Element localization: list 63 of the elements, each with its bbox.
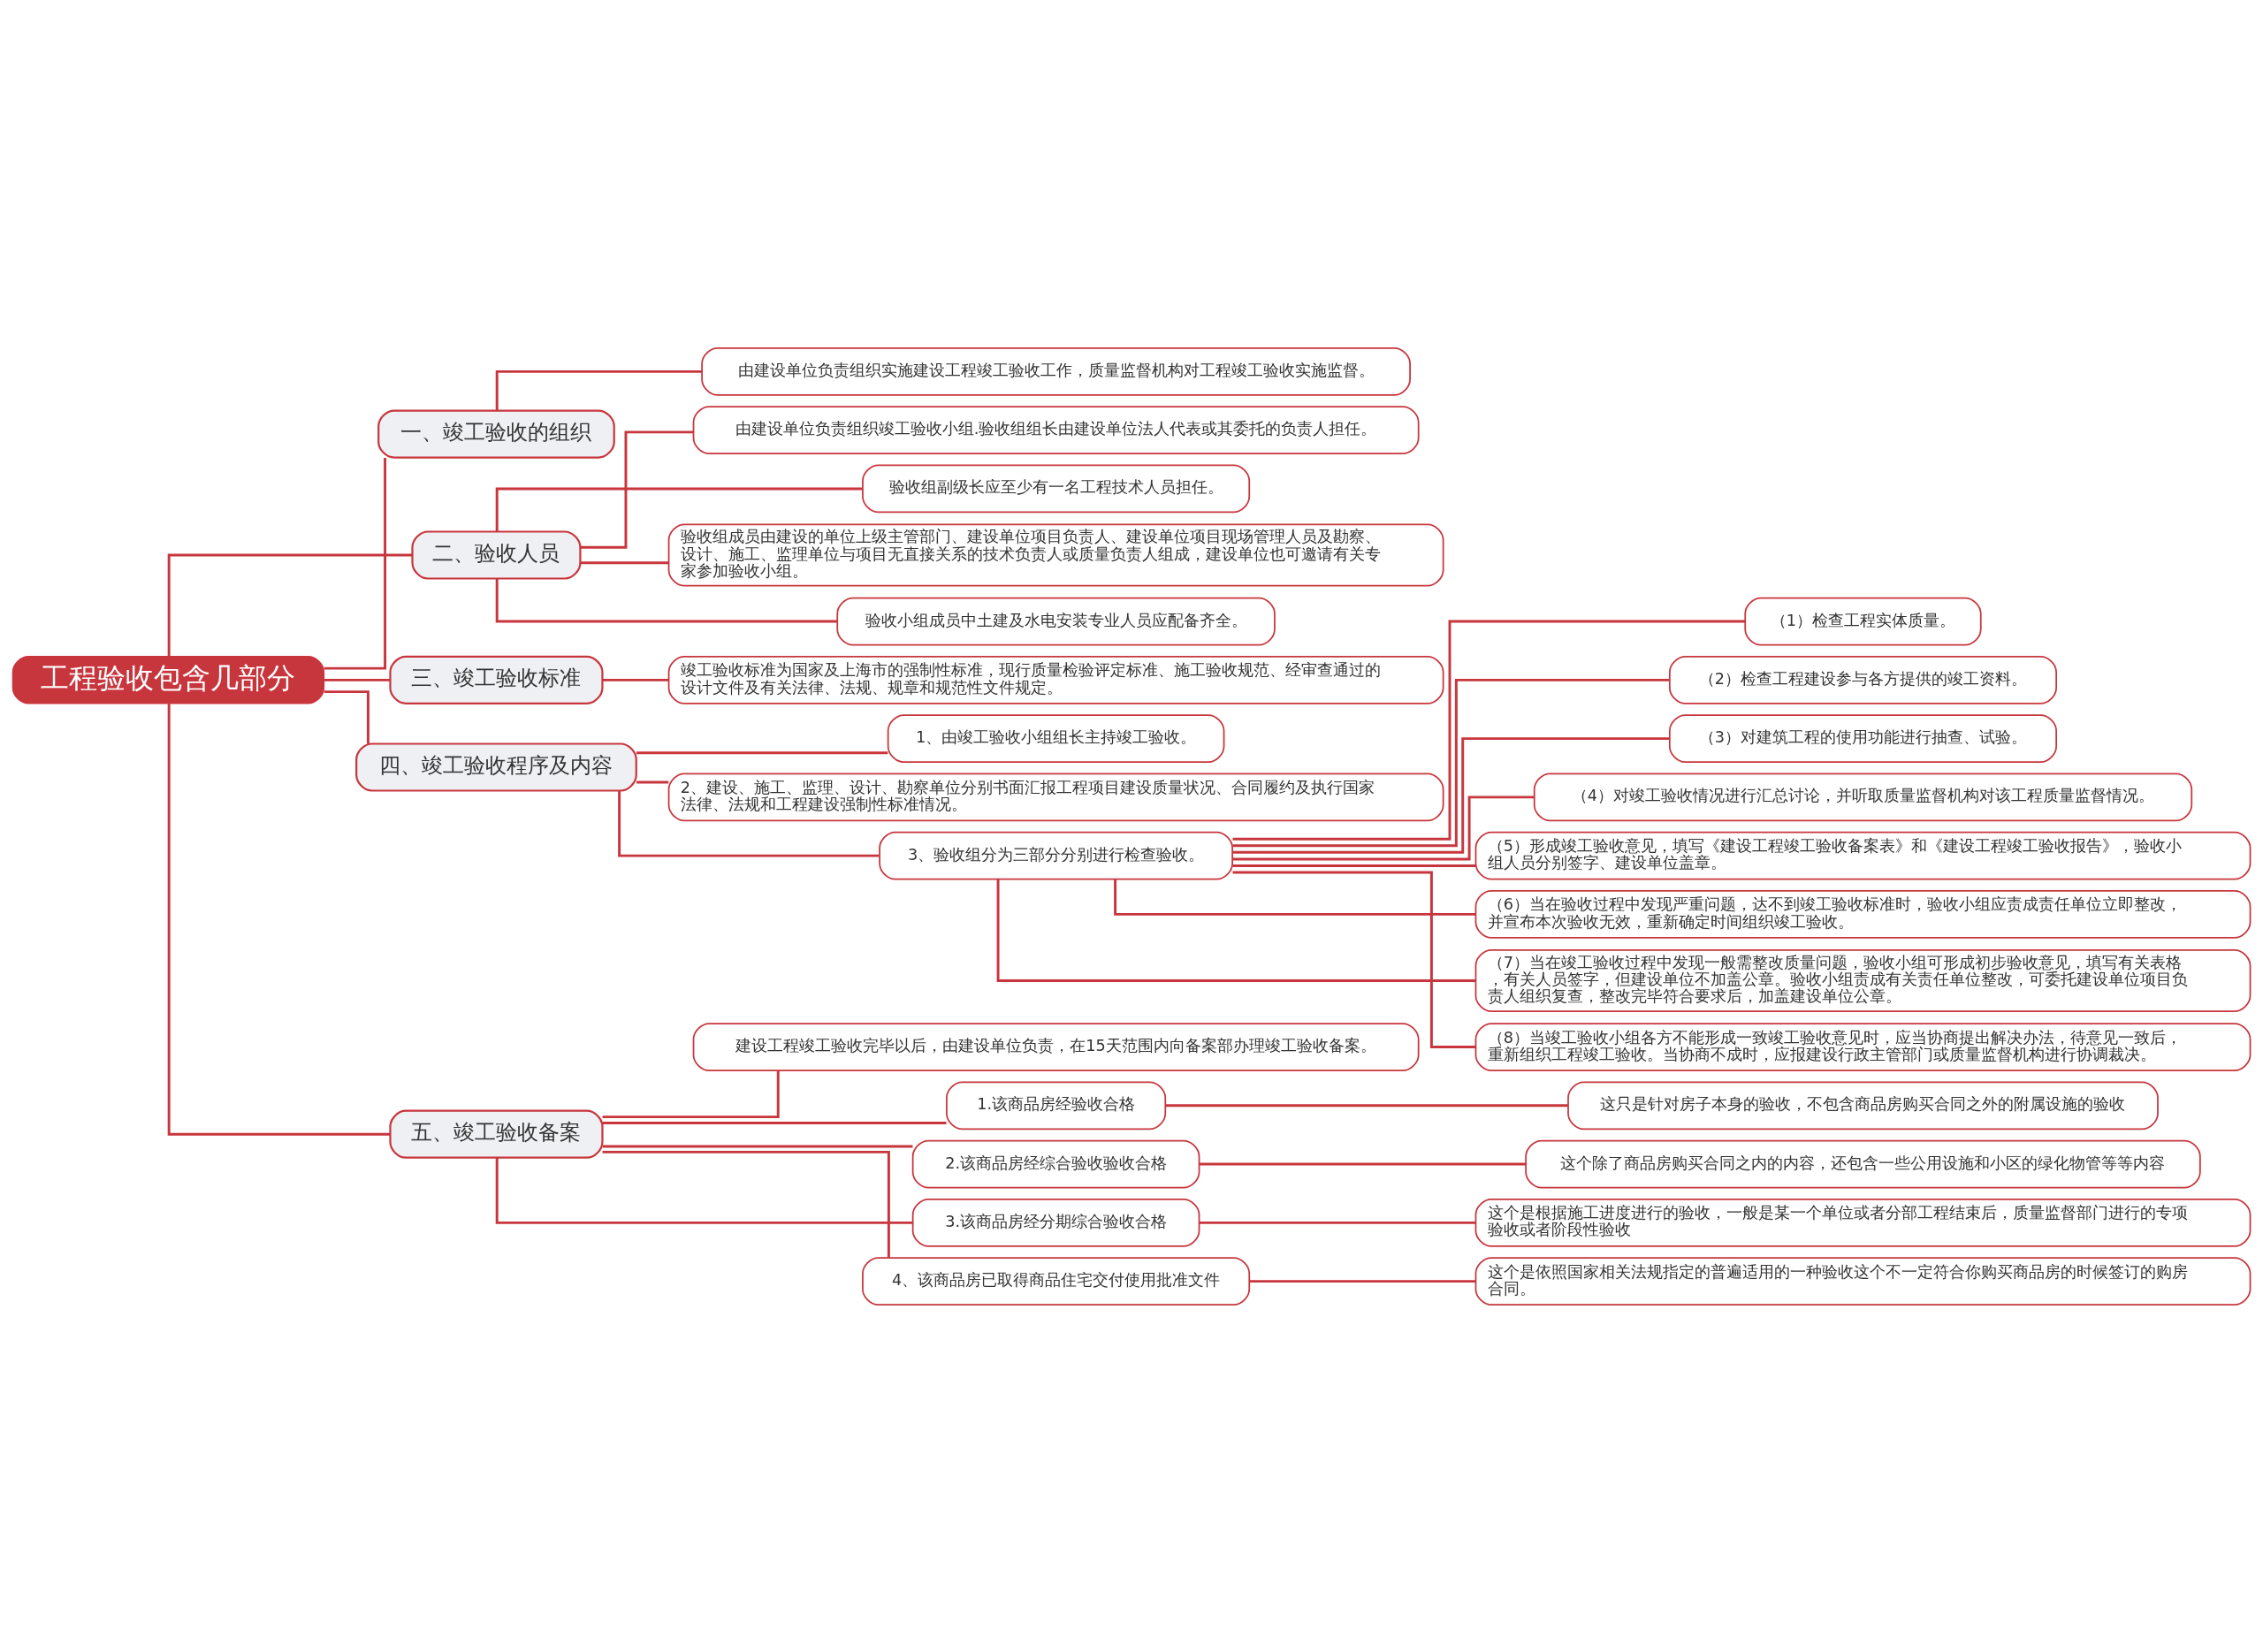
node-box: 工程验收包含几部分 bbox=[11, 655, 325, 704]
node-box: 一、竣工验收的组织 bbox=[377, 408, 615, 459]
connector bbox=[1232, 864, 1476, 867]
node-box: （6）当在验收过程中发现严重问题，达不到竣工验收标准时，验收小组应责成责任单位立即整改，并宣布本次验收无效，重新确定时间组织竣工验收。 bbox=[1474, 889, 2252, 939]
node-box: 2、建设、施工、监理、设计、勘察单位分别书面汇报工程项目建设质量状况、合同履约及执行国家法律、法规和工程建设强制性标准情况。 bbox=[667, 773, 1444, 821]
node-box: 四、竣工验收程序及内容 bbox=[355, 742, 637, 792]
connector bbox=[996, 879, 1476, 982]
node-box: （5）形成竣工验收意见，填写《建设工程竣工验收备案表》和《建设工程竣工验收报告》，验收小组人员分别签字、建设单位盖章。 bbox=[1474, 831, 2252, 879]
node-box: 4、该商品房已取得商品住宅交付使用批准文件 bbox=[862, 1256, 1251, 1306]
connector bbox=[1232, 795, 1535, 860]
connector bbox=[324, 678, 391, 681]
connector bbox=[495, 369, 703, 410]
node-box: （2）检查工程建设参与各方提供的竣工资料。 bbox=[1668, 655, 2058, 704]
connector bbox=[1232, 620, 1746, 841]
connector bbox=[602, 678, 669, 681]
node-box: （4）对竣工验收情况进行汇总讨论，并听取质量监督机构对该工程质量监督情况。 bbox=[1533, 773, 2193, 821]
node-box: 3、验收组分为三部分分别进行检查验收。 bbox=[879, 831, 1233, 879]
connector bbox=[1114, 879, 1476, 916]
connector bbox=[324, 457, 387, 670]
connector bbox=[1232, 736, 1670, 854]
node-box: 1.该商品房经验收合格 bbox=[946, 1080, 1167, 1130]
connector bbox=[167, 703, 391, 1136]
connector bbox=[1249, 1279, 1476, 1283]
node-box: （7）当在竣工验收过程中发现一般需整改质量问题，验收小组可形成初步验收意见，填写有关表格，有关人员签字，但建设单位不加盖公章。验收小组责成有关责任单位整改，可委托建设单位项目负责人组织复查，整改完毕符合要求后，加盖建设单位公章。 bbox=[1474, 948, 2252, 1012]
connector bbox=[495, 578, 837, 623]
connector bbox=[495, 486, 863, 531]
connector bbox=[618, 790, 880, 857]
node-box: 竣工验收标准为国家及上海市的强制性标准，现行质量检验评定标准、施工验收规范、经审查通过的设计文件及有关法律、法规、规章和规范性文件规定。 bbox=[667, 655, 1444, 704]
node-box: 这个是依照国家相关法规指定的普遍适用的一种验收这个不一定符合你购买商品房的时候签订的购房合同。 bbox=[1474, 1256, 2252, 1306]
node-box: （8）当竣工验收小组各方不能形成一致竣工验收意见时，应当协商提出解决办法，待意见一致后，重新组织工程竣工验收。当协商不成时，应报建设行政主管部门或质量监督机构进行协调裁决。 bbox=[1474, 1022, 2252, 1071]
node-box: 验收组成员由建设的单位上级主管部门、建设单位项目负责人、建设单位项目现场管理人员及勘察、设计、施工、监理单位与项目无直接关系的技术负责人或质量负责人组成，建设单位也可邀请有关专家参加验收小组。 bbox=[667, 523, 1444, 586]
connector bbox=[602, 1121, 947, 1124]
node-box: 这个是根据施工进度进行的验收，一般是某一个单位或者分部工程结束后，质量监督部门进行的专项验收或者阶段性验收 bbox=[1474, 1198, 2252, 1247]
connector bbox=[1199, 1221, 1476, 1224]
connector bbox=[636, 750, 888, 754]
connector bbox=[1232, 678, 1670, 847]
node-box: 五、竣工验收备案 bbox=[389, 1109, 604, 1159]
connector bbox=[580, 560, 669, 564]
node-box: 由建设单位负责组织实施建设工程竣工验收工作，质量监督机构对工程竣工验收实施监督。 bbox=[701, 346, 1411, 396]
node-box: 这个除了商品房购买合同之内的内容，还包含一些公用设施和小区的绿化物管等等内容 bbox=[1525, 1139, 2201, 1188]
connector bbox=[602, 1150, 890, 1258]
connector bbox=[1232, 871, 1476, 1048]
node-box: 三、竣工验收标准 bbox=[389, 655, 604, 704]
connector bbox=[1165, 1103, 1568, 1107]
connector bbox=[1199, 1162, 1527, 1166]
node-box: 2.该商品房经综合验收验收合格 bbox=[911, 1139, 1200, 1188]
node-box: 验收小组成员中土建及水电安装专业人员应配备齐全。 bbox=[836, 597, 1276, 645]
connector bbox=[495, 1157, 913, 1224]
node-box: 这只是针对房子本身的验收，不包含商品房购买合同之外的附属设施的验收 bbox=[1567, 1080, 2159, 1130]
connector bbox=[636, 780, 669, 783]
node-box: （3）对建筑工程的使用功能进行抽查、试验。 bbox=[1668, 713, 2058, 763]
connector bbox=[324, 689, 370, 743]
node-box: 二、验收人员 bbox=[411, 529, 582, 580]
connector bbox=[167, 553, 413, 657]
node-box: 建设工程竣工验收完毕以后，由建设单位负责，在15天范围内向备案部办理竣工验收备案。 bbox=[692, 1022, 1420, 1071]
connector bbox=[580, 430, 693, 549]
node-box: 验收组副级长应至少有一名工程技术人员担任。 bbox=[862, 464, 1251, 513]
node-box: （1）检查工程实体质量。 bbox=[1744, 597, 1982, 645]
node-box: 3.该商品房经分期综合验收合格 bbox=[911, 1198, 1200, 1247]
node-box: 由建设单位负责组织竣工验收小组.验收组组长由建设单位法人代表或其委托的负责人担任。 bbox=[692, 405, 1420, 454]
connector bbox=[602, 1145, 913, 1147]
node-box: 1、由竣工验收小组组长主持竣工验收。 bbox=[887, 713, 1225, 763]
connector bbox=[602, 1070, 780, 1118]
